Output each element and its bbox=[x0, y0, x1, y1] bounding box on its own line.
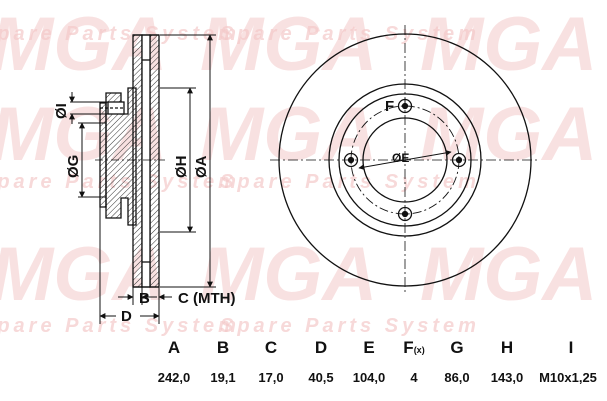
label-dim-d: D bbox=[121, 308, 132, 325]
dim-e-line bbox=[358, 149, 452, 171]
friction-ring-inner bbox=[149, 34, 160, 288]
spec-value-a: 242,0 bbox=[157, 370, 191, 385]
label-dim-b: B bbox=[139, 290, 150, 307]
spec-value-e: 104,0 bbox=[352, 370, 386, 385]
spec-header-f-suffix: (x) bbox=[413, 345, 425, 355]
side-dimensions bbox=[69, 34, 216, 324]
watermark-brand: MGA bbox=[420, 2, 597, 87]
spec-value-c: 17,0 bbox=[258, 370, 284, 385]
watermark-tagline: Spare Parts System bbox=[220, 171, 480, 193]
label-dim-i: ØI bbox=[53, 103, 70, 119]
spec-value-f: 4 bbox=[410, 370, 418, 385]
spec-value-i: M10x1,25 bbox=[539, 370, 597, 385]
side-section-view bbox=[95, 34, 165, 288]
spec-header-f: F(x) bbox=[394, 338, 434, 358]
spec-header-a: A bbox=[167, 338, 181, 357]
side-dimension-labels: ØI ØG ØH ØA B C (MTH) D bbox=[53, 103, 235, 325]
watermark-brand: MGA bbox=[200, 92, 377, 177]
watermark-brand: MGA bbox=[420, 232, 597, 317]
spec-header-c: C bbox=[264, 338, 278, 357]
label-dim-h: ØH bbox=[173, 156, 190, 179]
spec-header-g: G bbox=[450, 338, 464, 357]
spec-header-h: H bbox=[500, 338, 514, 357]
watermark-tagline: Spare Parts System bbox=[0, 23, 240, 45]
watermark-tagline: Spare Parts System bbox=[220, 23, 480, 45]
label-dim-g: ØG bbox=[65, 155, 82, 178]
spec-value-g: 86,0 bbox=[444, 370, 470, 385]
watermark-tagline: Spare Parts System bbox=[220, 315, 480, 337]
label-dim-e: ØE bbox=[392, 151, 409, 165]
vent-gap bbox=[141, 34, 151, 288]
label-dim-c: C (MTH) bbox=[178, 290, 235, 307]
front-view bbox=[270, 25, 540, 295]
spec-header-d: D bbox=[314, 338, 328, 357]
watermark-tagline: Spare Parts System bbox=[0, 315, 240, 337]
watermark-brand: MGA bbox=[200, 2, 377, 87]
label-dim-f: F bbox=[385, 98, 394, 115]
spec-value-h: 143,0 bbox=[490, 370, 524, 385]
friction-ring-outer bbox=[132, 34, 143, 288]
spec-header-f-letter: F bbox=[403, 338, 414, 357]
spec-header-b: B bbox=[216, 338, 230, 357]
hub-pilot bbox=[99, 102, 107, 208]
front-dimension-labels: ØE F bbox=[385, 98, 409, 165]
spec-header-i: I bbox=[568, 338, 574, 357]
spec-header-e: E bbox=[363, 338, 375, 357]
spec-value-b: 19,1 bbox=[210, 370, 236, 385]
watermark-brand: MGA bbox=[200, 232, 377, 317]
label-dim-a: ØA bbox=[193, 155, 210, 178]
spec-value-d: 40,5 bbox=[308, 370, 334, 385]
